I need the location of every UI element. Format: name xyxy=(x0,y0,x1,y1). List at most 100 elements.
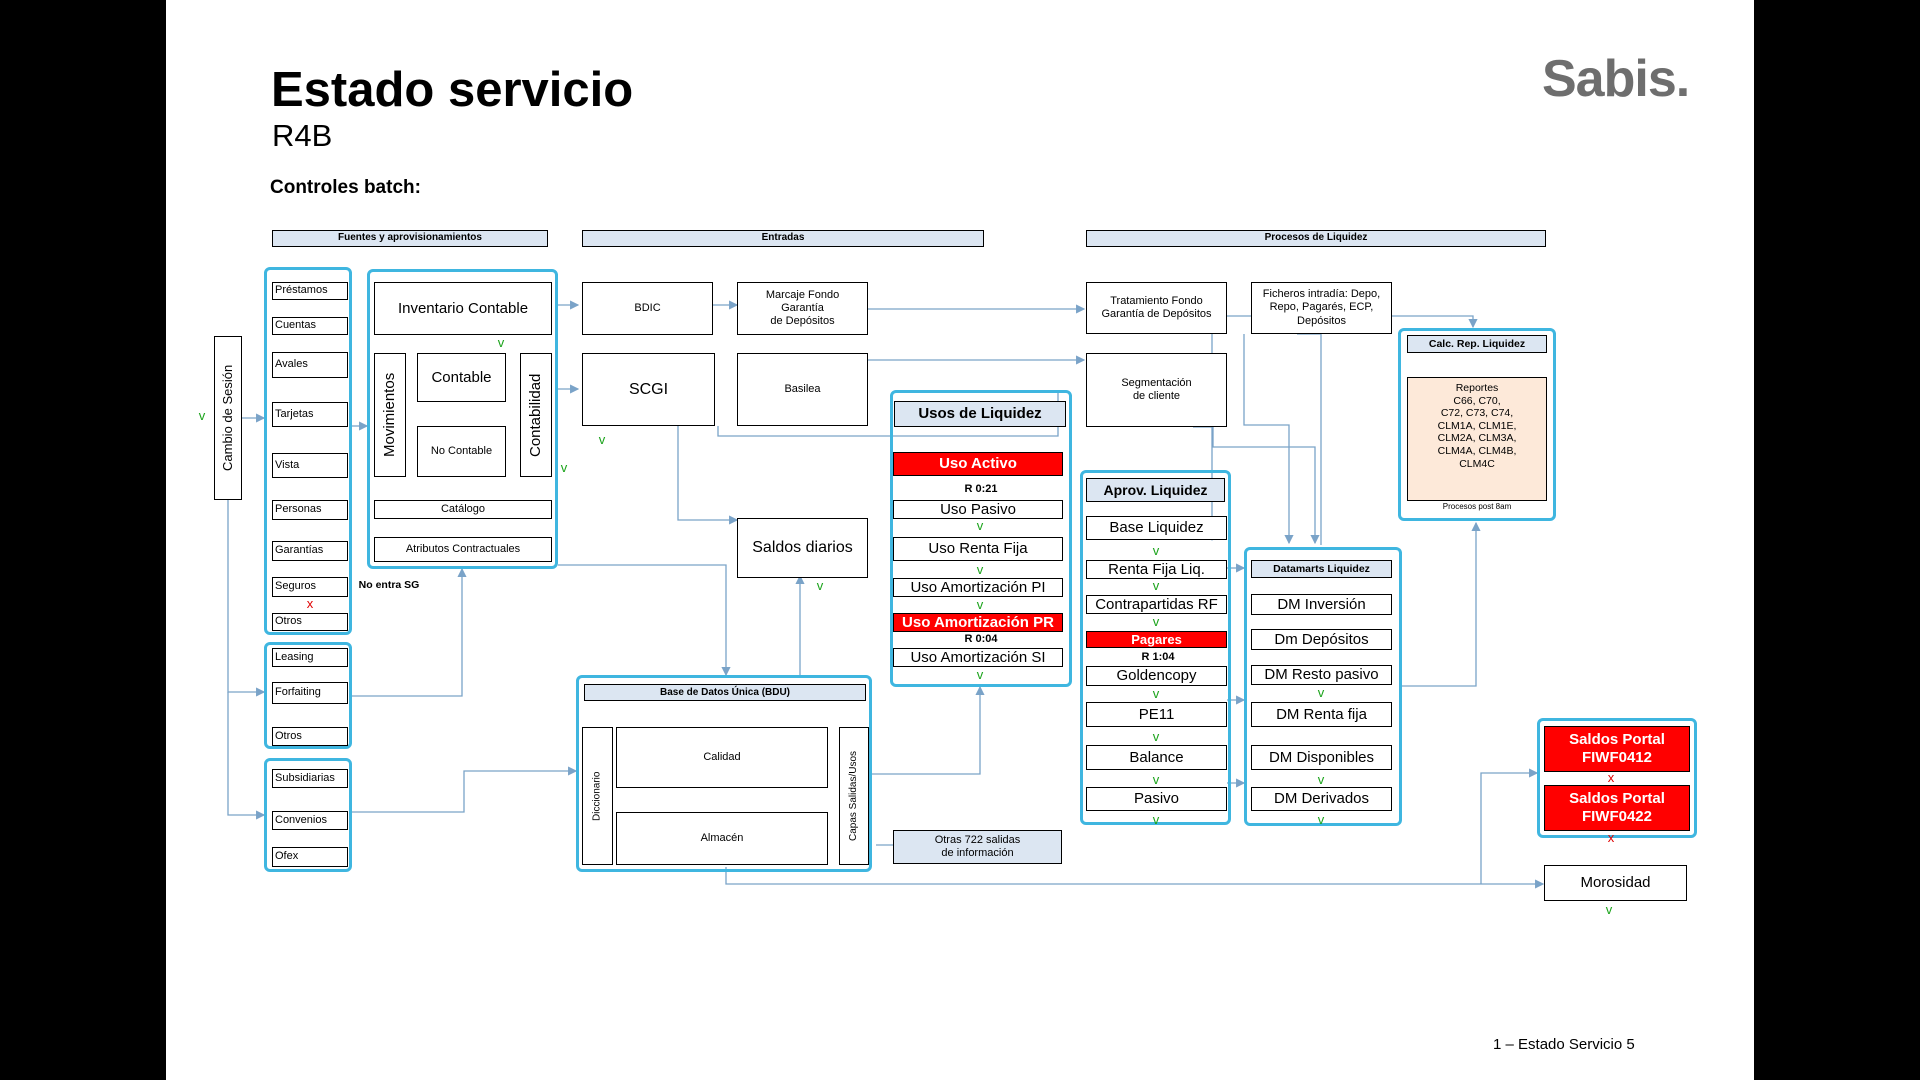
tratamiento-fondo-box: Tratamiento Fondo Garantía de Depósitos xyxy=(1086,282,1227,334)
datamarts-title: Datamarts Liquidez xyxy=(1251,560,1392,578)
reportes-box: Reportes C66, C70, C72, C73, C74, CLM1A,… xyxy=(1407,377,1547,501)
uso-renta-fija-box: Uso Renta Fija xyxy=(893,537,1063,561)
aprov-liquidez-title: Aprov. Liquidez xyxy=(1086,478,1225,502)
saldos-portal-group xyxy=(1537,718,1697,838)
uso-pasivo-box: Uso Pasivo xyxy=(893,500,1063,519)
check-mark: v xyxy=(1152,772,1160,787)
uso-amortizacion-pr-box: Uso Amortización PR xyxy=(893,613,1063,632)
source-convenios: Convenios xyxy=(272,811,348,830)
check-mark: v xyxy=(976,562,984,577)
no-contable-box: No Contable xyxy=(417,426,506,477)
usos-liquidez-group xyxy=(890,390,1072,687)
bdic-box: BDIC xyxy=(582,282,713,335)
pasivo-box: Pasivo xyxy=(1086,787,1227,811)
morosidad-box: Morosidad xyxy=(1544,865,1687,901)
check-mark: v xyxy=(1317,812,1325,827)
connector xyxy=(352,567,467,697)
dm-resto-pasivo-box: DM Resto pasivo xyxy=(1251,665,1392,685)
contrapartidas-rf-box: Contrapartidas RF xyxy=(1086,595,1227,614)
pe11-box: PE11 xyxy=(1086,702,1227,727)
cambio-sesion-box: Cambio de Sesión xyxy=(214,336,242,500)
check-mark: v xyxy=(1152,543,1160,558)
check-mark: v xyxy=(1317,772,1325,787)
check-mark: v xyxy=(816,578,824,593)
source-cuentas: Cuentas xyxy=(272,317,348,335)
connector xyxy=(352,766,578,813)
goldencopy-box: Goldencopy xyxy=(1086,666,1227,686)
check-mark: v xyxy=(198,408,206,423)
header-procesos: Procesos de Liquidez xyxy=(1086,230,1546,247)
source-leasing: Leasing xyxy=(272,648,348,667)
dm-depositos-box: Dm Depósitos xyxy=(1251,629,1392,650)
basilea-box: Basilea xyxy=(737,353,868,426)
connector xyxy=(227,692,266,820)
dm-inversion-box: DM Inversión xyxy=(1251,594,1392,615)
connector xyxy=(1297,333,1322,545)
marcaje-fondo-box: Marcaje Fondo Garantía de Depósitos xyxy=(737,282,868,335)
connector-lines xyxy=(227,300,1545,889)
connector xyxy=(872,685,985,775)
movimientos-box: Movimientos xyxy=(374,353,406,477)
aprov-liquidez-group xyxy=(1080,470,1231,825)
cross-mark: x xyxy=(1607,770,1615,785)
check-mark: v xyxy=(976,518,984,533)
dm-derivados-box: DM Derivados xyxy=(1251,787,1392,811)
segmentacion-cliente-box: Segmentación de cliente xyxy=(1086,353,1227,427)
sabis-logo: Sabis. xyxy=(1542,50,1690,108)
source-subsidiarias: Subsidiarias xyxy=(272,769,348,788)
connector xyxy=(558,564,731,677)
sources-group-1 xyxy=(264,267,352,635)
sources-group-2 xyxy=(264,642,352,749)
calc-rep-liquidez-group xyxy=(1398,328,1556,521)
base-liquidez-box: Base Liquidez xyxy=(1086,516,1227,540)
check-mark: v xyxy=(560,460,568,475)
contabilidad-box: Contabilidad xyxy=(520,353,552,477)
source-avales: Avales xyxy=(272,352,348,378)
connector xyxy=(677,426,739,525)
cross-mark: x xyxy=(1607,830,1615,845)
source-otros: Otros xyxy=(272,613,348,631)
procesos-post-label: Procesos post 8am xyxy=(1442,502,1512,511)
datamarts-group xyxy=(1244,547,1402,826)
scgi-box: SCGI xyxy=(582,353,715,426)
source-prestamos: Préstamos xyxy=(272,282,348,300)
bdu-title: Base de Datos Única (BDU) xyxy=(584,684,866,701)
uso-amortizacion-si-box: Uso Amortización SI xyxy=(893,648,1063,667)
check-mark: v xyxy=(1152,812,1160,827)
inventario-group xyxy=(367,269,558,569)
header-fuentes: Fuentes y aprovisionamientos xyxy=(272,230,548,247)
section-heading: Controles batch: xyxy=(270,177,421,198)
renta-fija-liq-box: Renta Fija Liq. xyxy=(1086,560,1227,579)
connector xyxy=(1243,334,1294,545)
source-tarjetas: Tarjetas xyxy=(272,402,348,427)
check-mark: v xyxy=(1317,685,1325,700)
cross-mark: x xyxy=(306,596,314,611)
no-entra-note: No entra SG xyxy=(358,579,420,591)
saldos-portal-fiwf0422: Saldos Portal FIWF0422 xyxy=(1544,785,1690,831)
runtime-label: R 1:04 xyxy=(1141,651,1175,663)
source-otros-2: Otros xyxy=(272,727,348,746)
check-mark: v xyxy=(976,597,984,612)
runtime-label: R 0:21 xyxy=(964,483,998,495)
slide: Estado servicio R4B Sabis. Controles bat… xyxy=(166,0,1754,1080)
page-subtitle: R4B xyxy=(272,118,333,153)
check-mark: v xyxy=(1152,686,1160,701)
connector xyxy=(1193,426,1320,545)
check-mark: v xyxy=(1152,729,1160,744)
bdu-group xyxy=(576,675,872,872)
source-seguros: Seguros xyxy=(272,577,348,597)
check-mark: v xyxy=(1605,902,1613,917)
check-mark: v xyxy=(598,432,606,447)
header-entradas: Entradas xyxy=(582,230,984,247)
connector xyxy=(1402,521,1481,687)
diccionario-box: Diccionario xyxy=(582,727,613,865)
source-personas: Personas xyxy=(272,500,348,520)
connector xyxy=(1480,768,1539,884)
usos-liquidez-title: Usos de Liquidez xyxy=(894,401,1066,427)
balance-box: Balance xyxy=(1086,745,1227,770)
catalogo-box: Catálogo xyxy=(374,500,552,519)
source-vista: Vista xyxy=(272,453,348,478)
connector xyxy=(725,867,1545,889)
check-mark: v xyxy=(1152,578,1160,593)
check-mark: v xyxy=(1152,614,1160,629)
